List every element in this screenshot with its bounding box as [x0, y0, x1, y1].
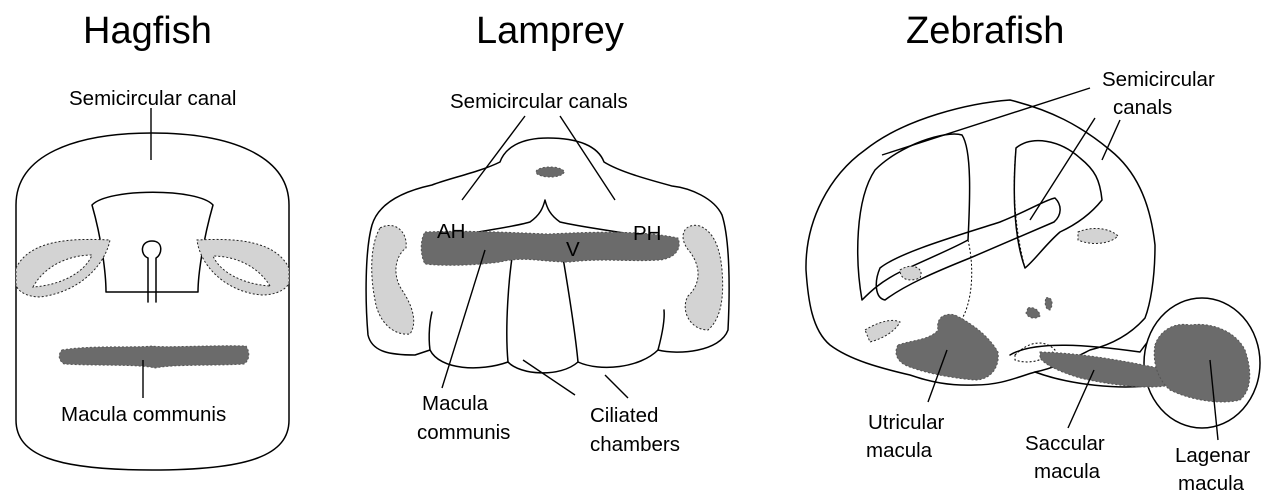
zebrafish-utricular-label-1: Utricular — [868, 411, 944, 434]
zebrafish-panel: Zebrafish Semicircular canals Utricul — [805, 10, 1261, 495]
lamprey-macula-communis — [420, 230, 680, 266]
zebrafish-saccular-label-2: macula — [1034, 460, 1101, 483]
lamprey-chamber-divide-3 — [428, 311, 433, 351]
hagfish-macula-label: Macula communis — [61, 403, 226, 426]
zebrafish-saccular-label-1: Saccular — [1025, 432, 1105, 455]
lamprey-canals-label: Semicircular canals — [450, 90, 628, 113]
zebrafish-saccular-macula — [1039, 351, 1174, 388]
lamprey-canals-leader-right — [559, 115, 616, 201]
hagfish-central-keyhole — [141, 240, 162, 303]
zebrafish-anterior-canal — [857, 133, 971, 301]
lamprey-ah-label: AH — [437, 220, 465, 243]
zebrafish-horizontal-canal — [875, 197, 1061, 301]
zebrafish-crista-2 — [899, 265, 922, 281]
zebrafish-canals-leader-2 — [1029, 117, 1096, 221]
lamprey-small-macula — [535, 166, 565, 178]
zebrafish-utricular-leader — [927, 349, 948, 403]
zebrafish-crista-1 — [864, 319, 901, 343]
lamprey-crescent-right — [682, 224, 724, 331]
zebrafish-saccule-dotted — [1014, 342, 1056, 363]
zebrafish-title: Zebrafish — [906, 10, 1064, 52]
hagfish-ampulla-right — [196, 238, 290, 296]
zebrafish-canals-leader-3 — [1101, 119, 1121, 161]
hagfish-panel: Hagfish Semicircular canal Macula commun… — [15, 10, 290, 471]
lamprey-v-label: V — [566, 238, 580, 261]
hagfish-macula-communis — [58, 345, 250, 369]
lamprey-title: Lamprey — [476, 10, 624, 52]
lamprey-ciliated-label-1: Ciliated — [590, 404, 658, 427]
zebrafish-saccular-leader — [1067, 369, 1095, 429]
lamprey-canals-leader-left — [461, 115, 526, 201]
lamprey-chamber-divide-4 — [657, 309, 665, 351]
zebrafish-canals-leader-1 — [881, 87, 1091, 156]
hagfish-title: Hagfish — [83, 10, 212, 52]
lamprey-ciliated-leader-right — [604, 374, 629, 399]
zebrafish-crista-3 — [1077, 228, 1119, 244]
lamprey-canal-arch — [437, 199, 663, 241]
zebrafish-lagenar-leader — [1209, 359, 1219, 441]
zebrafish-lagenar-label-1: Lagenar — [1175, 444, 1250, 467]
hagfish-ampulla-left — [15, 238, 111, 298]
zebrafish-small-macula — [1025, 297, 1053, 319]
hagfish-canal-label: Semicircular canal — [69, 87, 236, 110]
zebrafish-lagenar-label-2: macula — [1178, 472, 1245, 495]
lamprey-ph-label: PH — [633, 222, 661, 245]
lamprey-ciliated-label-2: chambers — [590, 433, 680, 456]
lamprey-macula-label-1: Macula — [422, 392, 489, 415]
lamprey-crescent-left — [371, 225, 415, 335]
lamprey-macula-leader — [441, 249, 486, 389]
lamprey-panel: Lamprey Semicircular canals AH V PH Macu… — [365, 10, 730, 456]
zebrafish-utricular-label-2: macula — [866, 439, 933, 462]
zebrafish-canals-label-1: Semicircular — [1102, 68, 1215, 91]
zebrafish-canal-dotted — [959, 147, 1026, 323]
lamprey-ciliated-leader-left — [522, 359, 576, 396]
zebrafish-utricular-macula — [895, 313, 999, 381]
zebrafish-canals-label-2: canals — [1113, 96, 1172, 119]
zebrafish-lagenar-macula — [1153, 323, 1251, 403]
lamprey-macula-label-2: communis — [417, 421, 510, 444]
